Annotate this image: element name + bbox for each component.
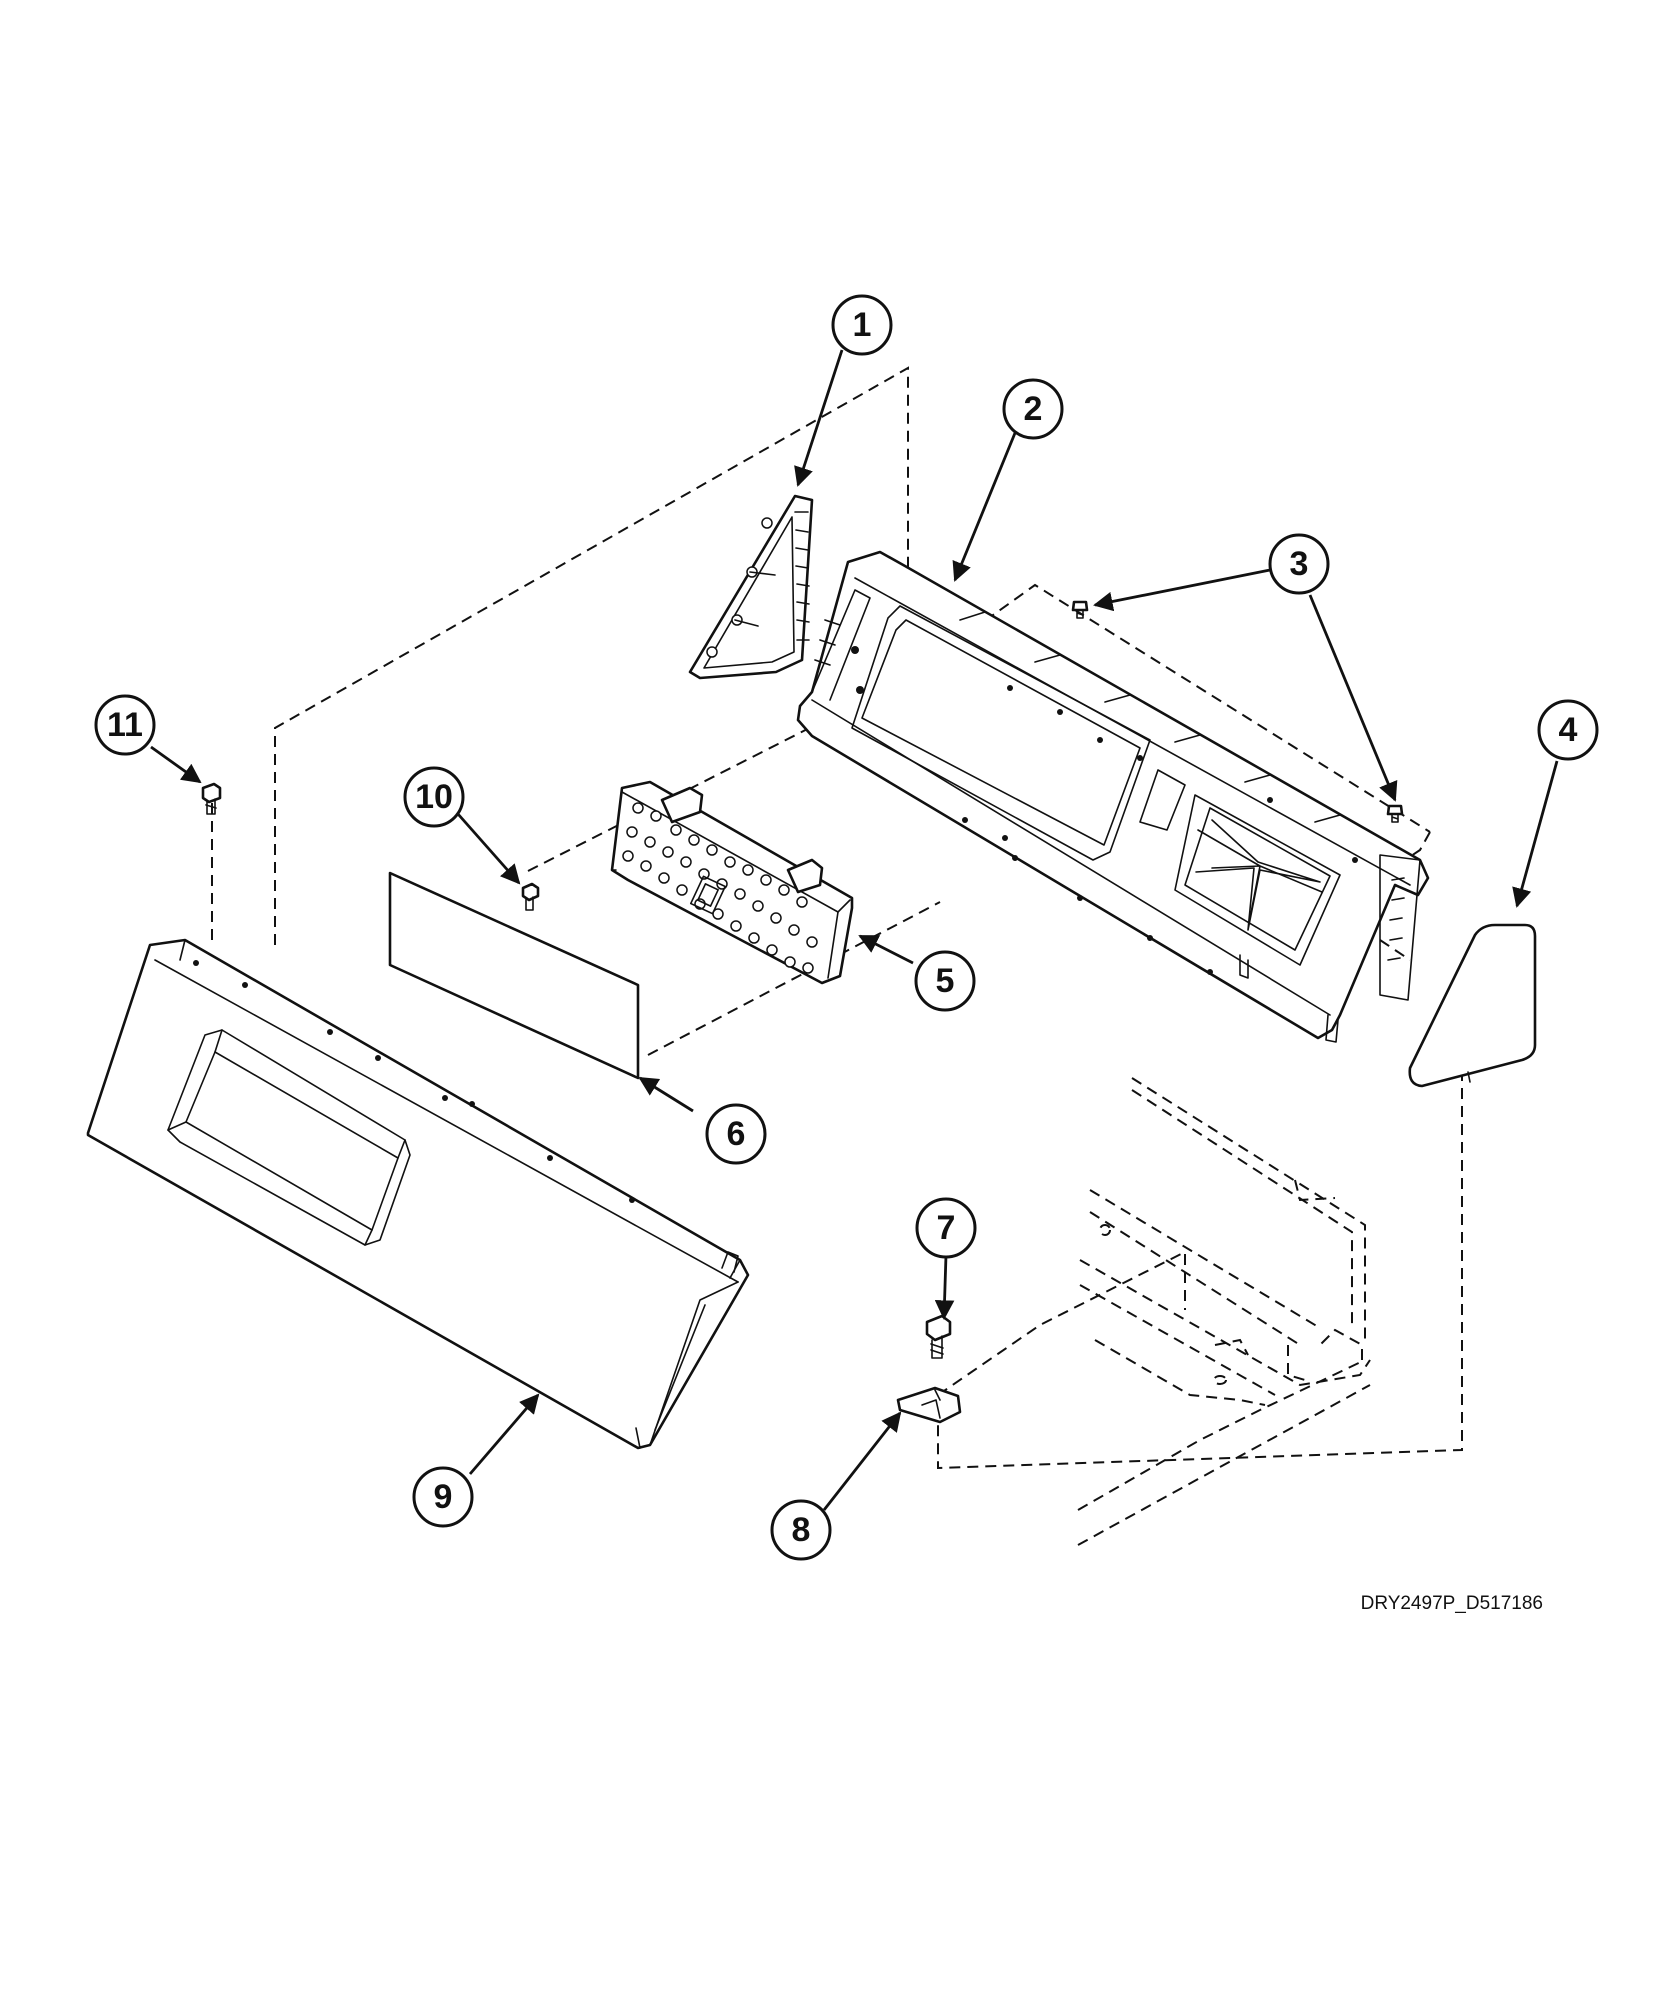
- callout-11: 11: [94, 694, 156, 756]
- part-5-control-board: [610, 780, 854, 985]
- callout-7: 7: [915, 1197, 977, 1259]
- part-1-left-end-bracket: [688, 494, 814, 680]
- callouts: 1 2 3 4 5 6 7 8: [94, 294, 1599, 1561]
- part-4-right-end-cap: [1408, 923, 1537, 1088]
- callout-6: 6: [705, 1103, 767, 1165]
- callout-7-label: 7: [937, 1209, 956, 1247]
- part-8-clip: [896, 1386, 962, 1424]
- callout-8-label: 8: [792, 1511, 811, 1549]
- callout-11-label: 11: [107, 706, 143, 744]
- callout-1: 1: [831, 294, 893, 356]
- part-6-overlay-label: [388, 871, 640, 1080]
- callout-4-label: 4: [1559, 711, 1578, 749]
- callout-3-label: 3: [1290, 545, 1309, 583]
- part-7-screw: [925, 1314, 952, 1359]
- drawing-code: DRY2497P_D517186: [1361, 1593, 1543, 1614]
- callout-10-label: 10: [415, 778, 453, 816]
- callout-3: 3: [1268, 533, 1330, 595]
- part-9-console-panel: [86, 938, 750, 1450]
- cabinet-base-outline: [1077, 1077, 1371, 1546]
- part-11-screw: [201, 782, 222, 815]
- callout-2-label: 2: [1024, 390, 1043, 428]
- callout-2: 2: [1002, 378, 1064, 440]
- callout-6-label: 6: [727, 1115, 746, 1153]
- callout-1-label: 1: [853, 306, 872, 344]
- callout-5-label: 5: [936, 962, 955, 1000]
- callout-9-label: 9: [434, 1478, 453, 1516]
- part-3-screws: [1071, 600, 1404, 823]
- board-hole-pattern: [622, 802, 818, 974]
- callout-5: 5: [914, 950, 976, 1012]
- callout-4: 4: [1537, 699, 1599, 761]
- callout-10: 10: [403, 766, 465, 828]
- part-10-screw: [521, 882, 540, 911]
- part-2-control-panel-frame: [796, 550, 1430, 1043]
- callout-8: 8: [770, 1499, 832, 1561]
- leader-arrows: [150, 349, 1559, 1511]
- callout-9: 9: [412, 1466, 474, 1528]
